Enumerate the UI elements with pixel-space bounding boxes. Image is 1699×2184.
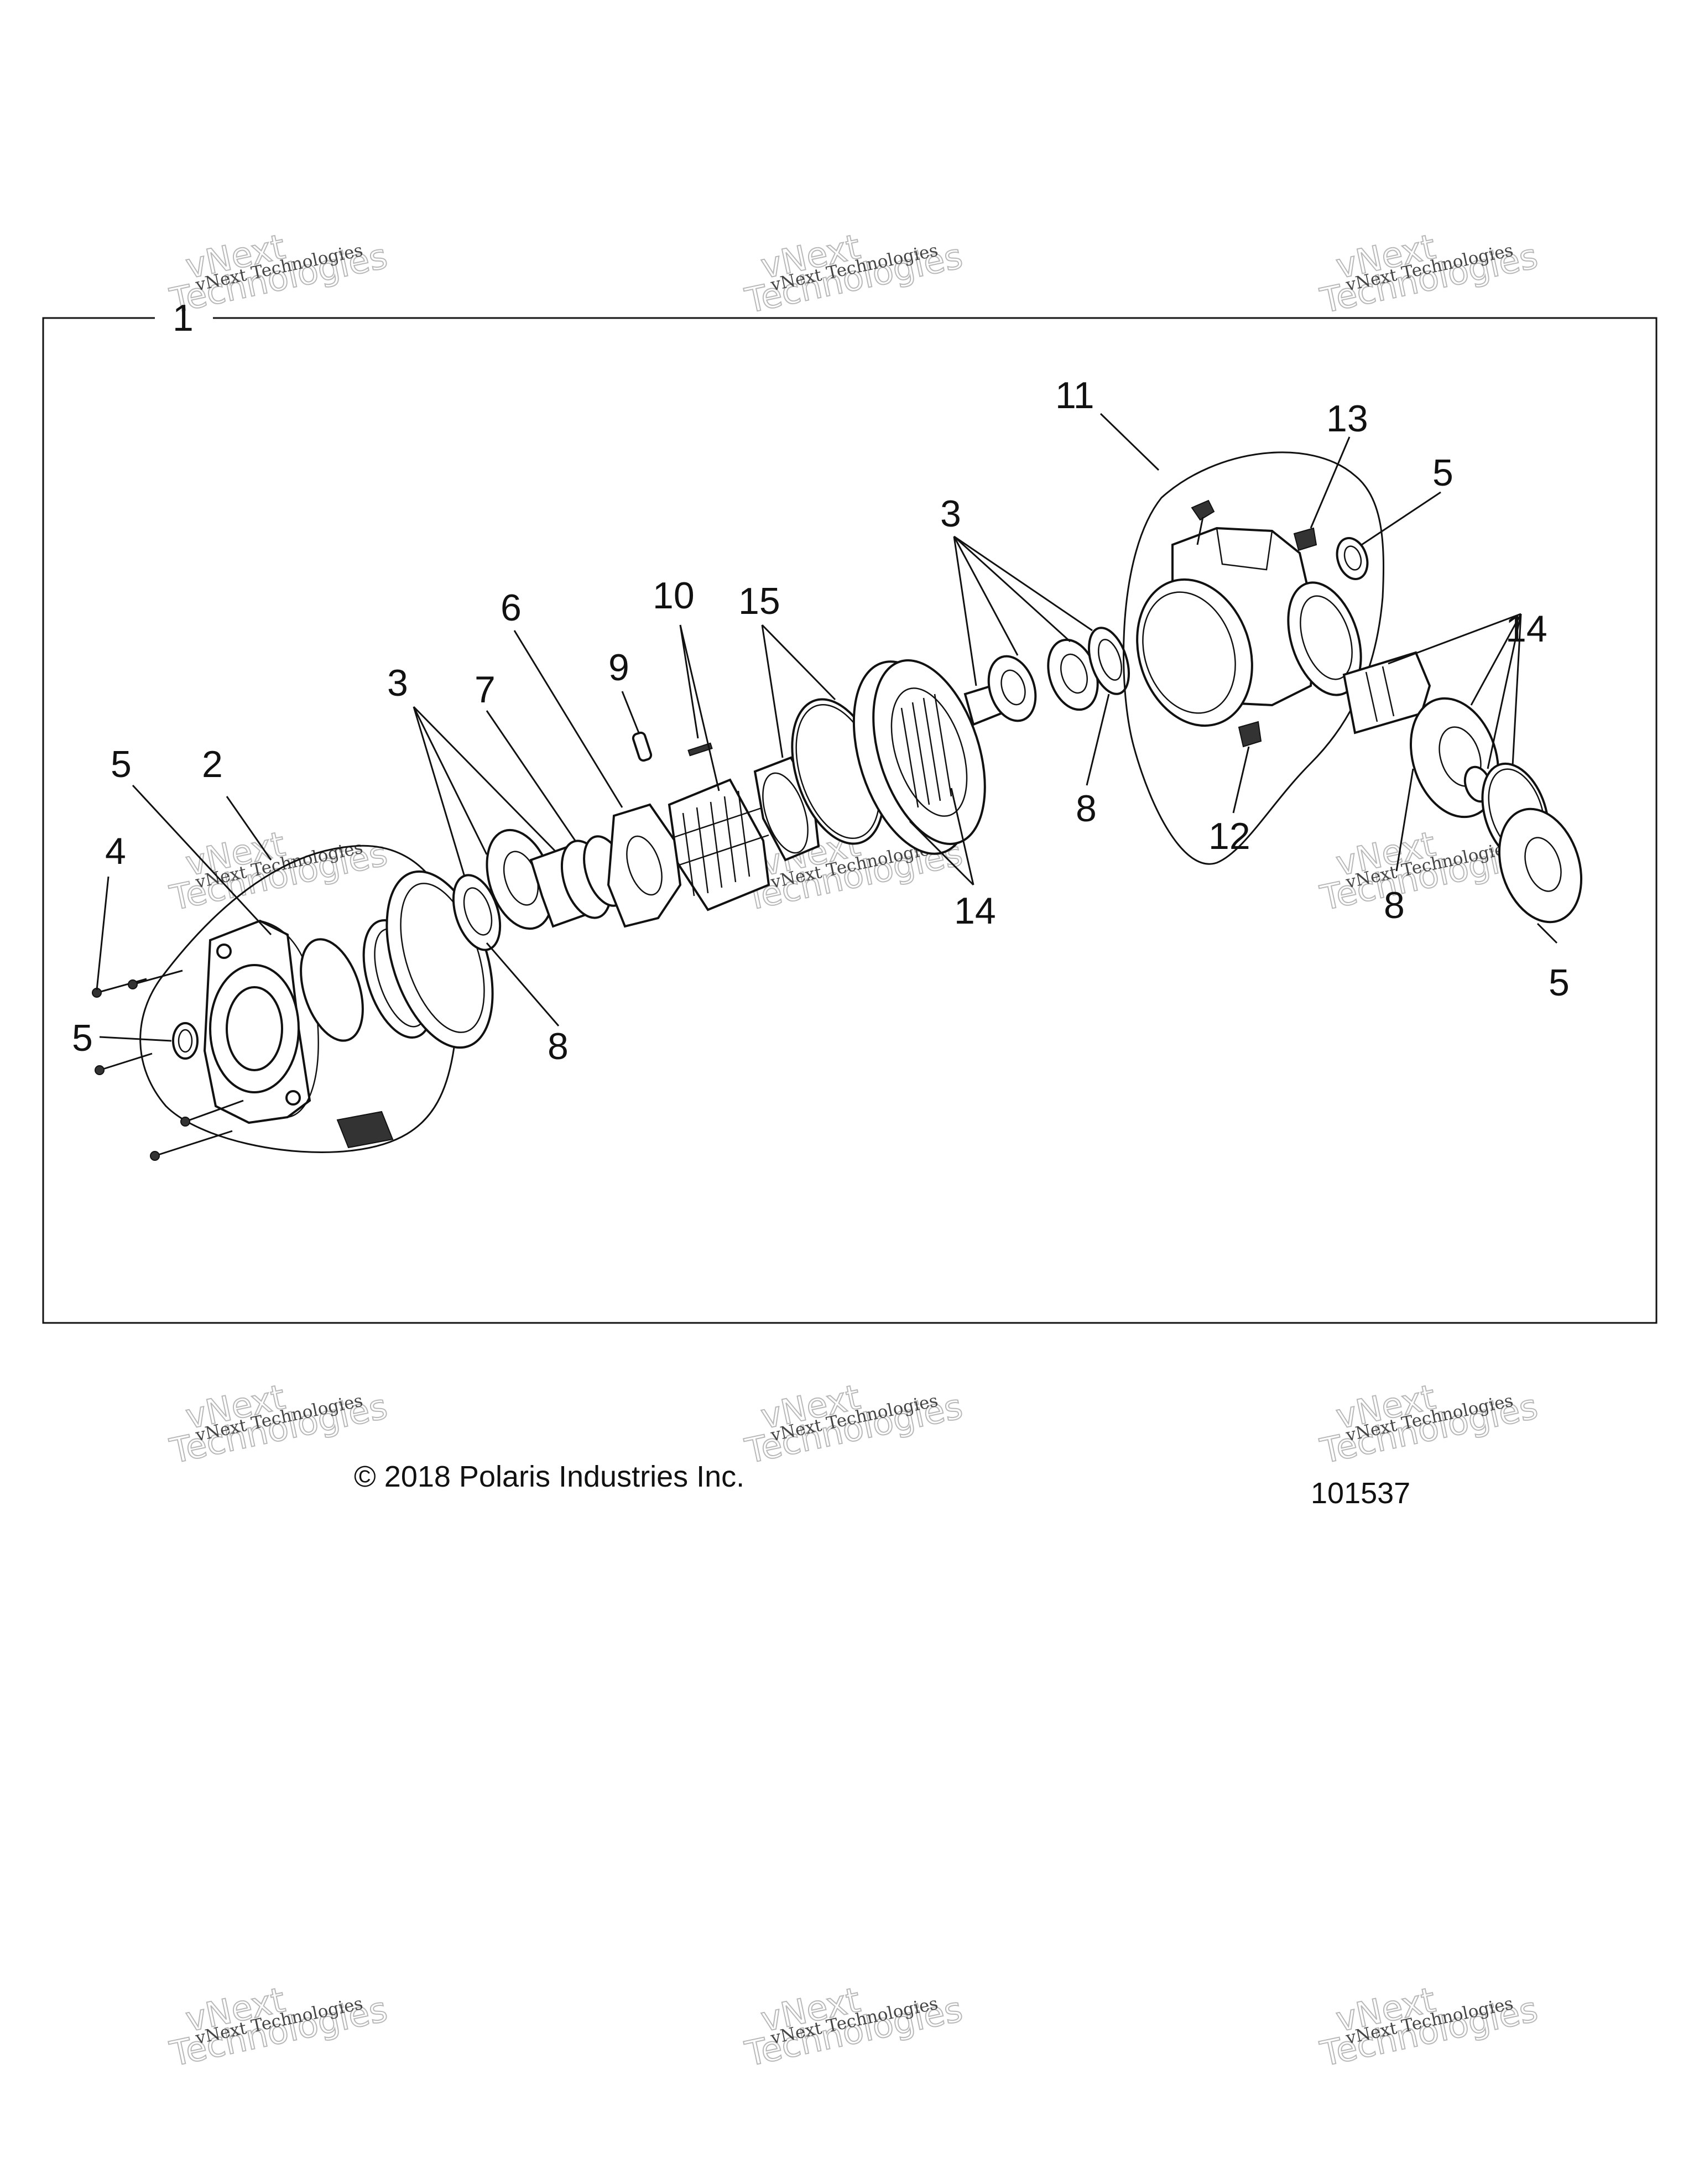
watermark: vNext Technologies vNext Technologies bbox=[741, 1979, 967, 2074]
watermark: vNext Technologies vNext Technologies bbox=[1316, 1376, 1542, 1472]
callout-7: 7 bbox=[475, 669, 496, 711]
seal-5-left bbox=[172, 1022, 199, 1060]
callout-4: 4 bbox=[105, 830, 126, 872]
assembly-frame bbox=[42, 317, 1658, 1324]
callout-10: 10 bbox=[653, 575, 695, 617]
seal-5-top bbox=[1336, 536, 1369, 581]
spacer-3-c-inner bbox=[1060, 653, 1088, 694]
copyright-text: © 2018 Polaris Industries Inc. bbox=[354, 1460, 744, 1493]
housing-rib bbox=[1216, 528, 1273, 571]
callout-8-left: 8 bbox=[548, 1025, 569, 1067]
callout-5-top-right: 5 bbox=[1432, 452, 1453, 494]
callout-8-right: 8 bbox=[1384, 884, 1405, 926]
bearing-8-center-inner bbox=[1097, 639, 1123, 681]
seal-5-right-inner bbox=[1524, 837, 1562, 892]
callout-3-left: 3 bbox=[387, 662, 408, 704]
callout-3-right: 3 bbox=[940, 493, 961, 535]
callout-13: 13 bbox=[1326, 398, 1368, 440]
callout-9: 9 bbox=[608, 647, 629, 689]
watermark: vNext Technologies vNext Technologies bbox=[166, 1376, 392, 1472]
callout-5-bottom-right: 5 bbox=[1549, 962, 1570, 1004]
seal-5-top-inner bbox=[1343, 545, 1362, 571]
roller-cage-10 bbox=[668, 742, 770, 911]
plate-6-hole bbox=[626, 835, 663, 896]
callout-8-center: 8 bbox=[1076, 788, 1097, 830]
bearing-8-left-inner bbox=[463, 887, 493, 936]
callout-5-cover: 5 bbox=[111, 743, 132, 785]
housing-output-bore-inner bbox=[1300, 595, 1353, 680]
cover-boss bbox=[216, 944, 232, 959]
callout-14-right: 14 bbox=[1505, 608, 1547, 650]
leader-lines bbox=[96, 413, 1558, 1042]
pin-9 bbox=[632, 731, 653, 762]
watermark: vNext Technologies vNext Technologies bbox=[166, 226, 392, 321]
callout-5-seal-left: 5 bbox=[72, 1017, 93, 1059]
cover-bore-inner bbox=[226, 986, 283, 1071]
drain-plug-12 bbox=[1238, 721, 1262, 748]
main-housing-assembly bbox=[1123, 451, 1385, 865]
cover-boss bbox=[285, 1090, 301, 1106]
breather-tube bbox=[1196, 517, 1204, 545]
carrier-plate-hole bbox=[762, 772, 809, 854]
ring-a bbox=[300, 938, 364, 1042]
seal-5-left-inner bbox=[178, 1029, 193, 1053]
callout-14-center: 14 bbox=[954, 890, 996, 932]
clip-part bbox=[336, 1111, 394, 1149]
watermark: vNext Technologies vNext Technologies bbox=[1316, 226, 1542, 321]
callout-15: 15 bbox=[738, 580, 780, 622]
breather-fitting bbox=[1191, 499, 1215, 521]
callout-1: 1 bbox=[173, 297, 194, 339]
callout-11: 11 bbox=[1055, 374, 1095, 416]
watermark: vNext Technologies vNext Technologies bbox=[1316, 1979, 1542, 2074]
housing-sleeve bbox=[1136, 578, 1253, 727]
watermark: vNext Technologies vNext Technologies bbox=[741, 226, 967, 321]
output-shaft bbox=[1342, 651, 1431, 734]
housing-output-bore bbox=[1287, 581, 1362, 696]
watermark: vNext Technologies vNext Technologies bbox=[741, 1376, 967, 1472]
ring-gear-14 bbox=[852, 659, 986, 855]
callout-2: 2 bbox=[202, 743, 223, 785]
callouts: 2 3 4 5 5 6 7 8 9 10 15 14 3 8 11 13 5 1… bbox=[72, 374, 1570, 1067]
output-shaft-group bbox=[1342, 651, 1583, 924]
spacer-3-b bbox=[987, 655, 1037, 722]
plate-6 bbox=[607, 803, 682, 928]
housing-group-outline bbox=[1123, 451, 1385, 865]
seal-5-right bbox=[1498, 807, 1583, 924]
callout-6: 6 bbox=[501, 587, 522, 629]
fill-plug-13 bbox=[1293, 527, 1317, 551]
cage-spring bbox=[687, 742, 713, 757]
figure-number: 101537 bbox=[1311, 1477, 1410, 1510]
watermark: vNext Technologies vNext Technologies bbox=[166, 823, 392, 919]
callout-12: 12 bbox=[1208, 815, 1250, 857]
housing-sleeve-inner bbox=[1142, 591, 1236, 714]
cover-bolts bbox=[92, 969, 244, 1161]
spacer-3-b-inner bbox=[1000, 669, 1026, 706]
watermark: vNext Technologies vNext Technologies bbox=[166, 1979, 392, 2074]
